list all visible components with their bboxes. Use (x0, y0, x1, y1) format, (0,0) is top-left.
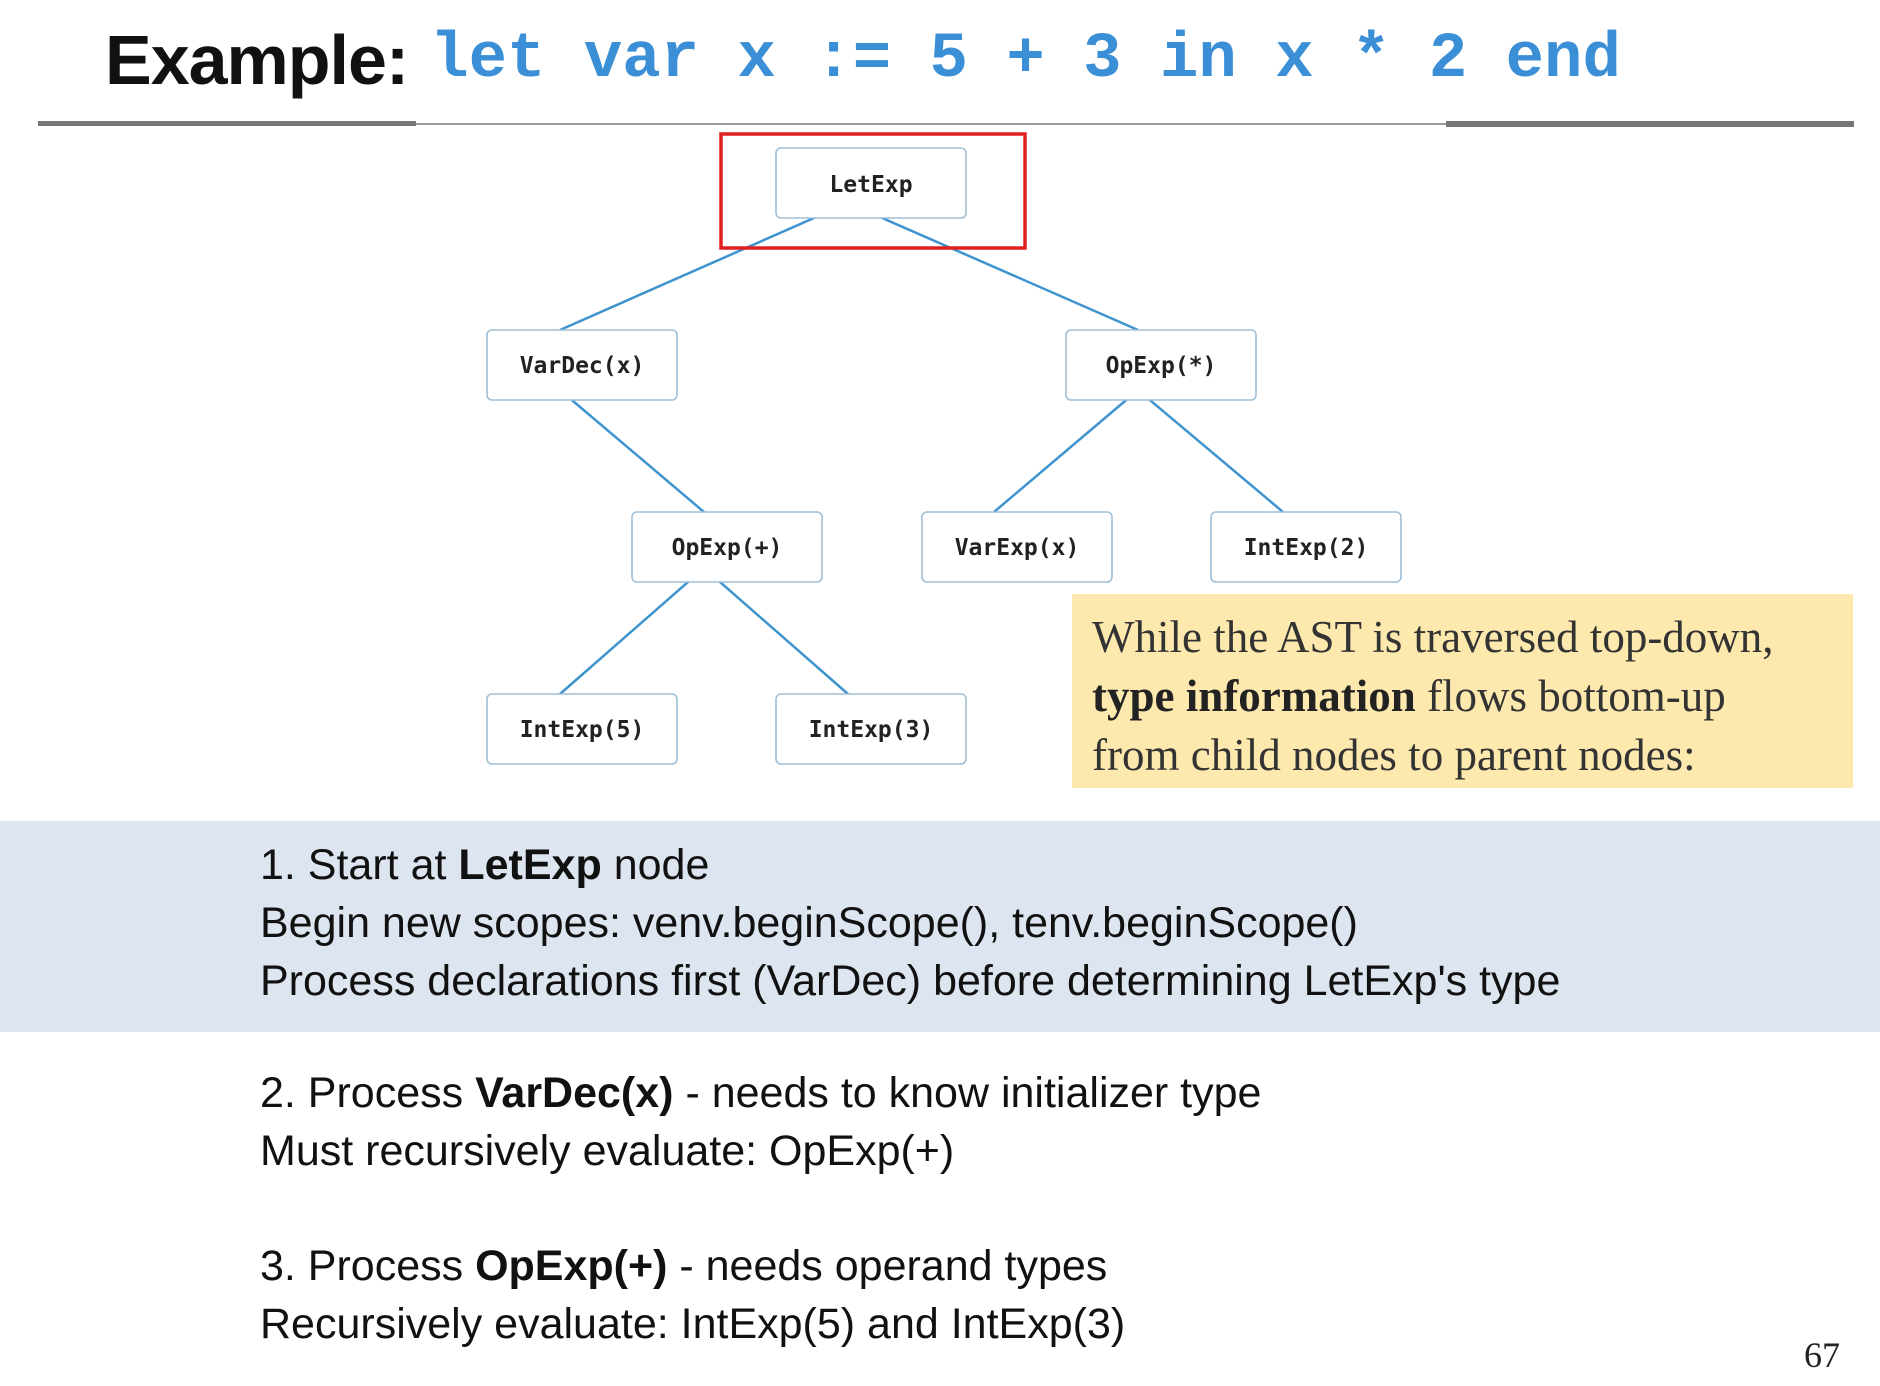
edge-opexp-mul-varexp (993, 389, 1139, 513)
edge-letexp-opexp-mul (847, 201, 1139, 332)
tree-node-opexp-add: OpExp(+) (631, 511, 823, 583)
letexp-highlight-box (719, 132, 1027, 250)
title-label: Example: (105, 21, 409, 99)
edge-vardec-opexp-add (559, 389, 705, 513)
step-2-line-1: Must recursively evaluate: OpExp(+) (260, 1127, 955, 1175)
step-1-line-1: Begin new scopes: venv.beginScope(), ten… (260, 899, 1358, 947)
edge-letexp-vardec (559, 201, 849, 332)
node-label: IntExp(2) (1244, 535, 1369, 561)
title-rule-right (1446, 121, 1854, 127)
note-line-2: flows bottom-up (1415, 671, 1726, 721)
node-label: OpExp(+) (672, 535, 783, 561)
slide-title: Example: let var x := 5 + 3 in x * 2 end (105, 12, 1621, 108)
step-1-highlight-band (0, 821, 1880, 1032)
title-rule-left (38, 121, 416, 126)
step-1-heading: 1. Start at LetExp node (260, 841, 710, 889)
edge-opexp-add-intexp5 (559, 567, 705, 695)
tree-edges (559, 201, 1284, 695)
tree-node-intexp3: IntExp(3) (775, 693, 967, 765)
step-2-heading: 2. Process VarDec(x) - needs to know ini… (260, 1069, 1262, 1117)
step-3-heading: 3. Process OpExp(+) - needs operand type… (260, 1242, 1108, 1290)
step-2: 2. Process VarDec(x) - needs to know ini… (260, 1064, 1261, 1180)
node-label: IntExp(3) (809, 717, 934, 743)
tree-node-intexp5: IntExp(5) (486, 693, 678, 765)
step-3-line-1: Recursively evaluate: IntExp(5) and IntE… (260, 1300, 1126, 1348)
step-1-line-2: Process declarations first (VarDec) befo… (260, 957, 1561, 1005)
node-label: VarExp(x) (955, 535, 1080, 561)
note-line-1: While the AST is traversed top-down, (1092, 612, 1774, 662)
node-label: IntExp(5) (520, 717, 645, 743)
edge-opexp-mul-intexp2 (1137, 389, 1284, 513)
tree-node-vardec: VarDec(x) (486, 329, 678, 401)
tree-node-intexp2: IntExp(2) (1210, 511, 1402, 583)
note-bold: type information (1092, 671, 1416, 721)
title-rule-middle (416, 123, 1446, 125)
edge-opexp-add-intexp3 (703, 567, 849, 695)
node-label: OpExp(*) (1106, 353, 1217, 379)
tree-node-opexp-mul: OpExp(*) (1065, 329, 1257, 401)
ast-diagram: LetExp VarDec(x) OpExp(*) OpExp(+) VarEx… (486, 132, 1402, 765)
node-label: VarDec(x) (520, 353, 645, 379)
step-3: 3. Process OpExp(+) - needs operand type… (260, 1237, 1125, 1353)
page-number: 67 (1804, 1335, 1840, 1375)
tree-node-varexp: VarExp(x) (921, 511, 1113, 583)
title-code: let var x := 5 + 3 in x * 2 end (430, 24, 1621, 96)
step-1: 1. Start at LetExp node Begin new scopes… (260, 836, 1560, 1010)
tree-node-letexp: LetExp (775, 147, 967, 219)
note-line-3: from child nodes to parent nodes: (1092, 730, 1696, 780)
type-flow-note: While the AST is traversed top-down, typ… (1072, 594, 1853, 788)
node-label: LetExp (829, 172, 912, 198)
